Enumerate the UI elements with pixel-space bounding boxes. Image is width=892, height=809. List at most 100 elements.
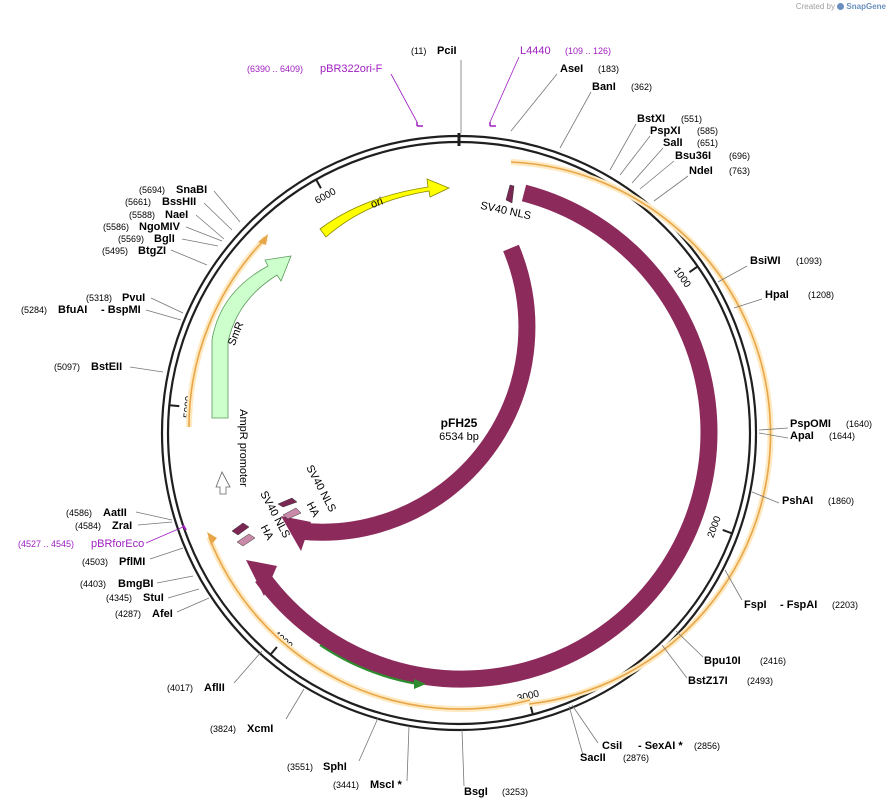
cas9-outer-arrowhead bbox=[246, 560, 277, 596]
enzyme-SalI: SalI bbox=[663, 137, 683, 149]
enzyme-AfeI: AfeI bbox=[152, 608, 173, 620]
enzyme-BfuAI-alt: - BspMI bbox=[101, 304, 141, 316]
enzyme-pos-XcmI: (3824) bbox=[210, 724, 236, 734]
enzyme-PspOMI: PspOMI bbox=[790, 418, 831, 430]
tick-label-6000: 6000 bbox=[313, 186, 338, 207]
plasmid-name: pFH25 bbox=[441, 416, 478, 430]
orf-left bbox=[188, 237, 267, 428]
primer-l4440-leader bbox=[489, 56, 520, 123]
enzyme-pos-NdeI: (763) bbox=[729, 166, 750, 176]
enzyme-pos-AflII: (4017) bbox=[167, 683, 193, 693]
enzyme-pos-ZraI: (4584) bbox=[75, 521, 101, 531]
orf-left-arrowhead bbox=[258, 234, 268, 245]
enzyme-PvuI: PvuI bbox=[122, 292, 145, 304]
enzyme-NdeI: NdeI bbox=[689, 165, 713, 177]
tick-label-1000: 1000 bbox=[671, 265, 693, 290]
enzyme-pos-BstZ17I: (2493) bbox=[747, 676, 773, 686]
credit-text: Created by bbox=[795, 2, 835, 11]
enzyme-BssHII: BssHII bbox=[162, 196, 196, 208]
enzyme-pos-AseI: (183) bbox=[598, 64, 619, 74]
enzyme-pos-SacII: (2876) bbox=[623, 753, 649, 763]
enzyme-BsiWI: BsiWI bbox=[750, 255, 781, 267]
ori-label: ori bbox=[369, 195, 385, 210]
tick-mark-6000 bbox=[315, 179, 322, 189]
enzyme-pos-BfuAI: (5284) bbox=[21, 305, 47, 315]
enzyme-BsgI: BsgI bbox=[464, 786, 488, 798]
enzyme-BglI: BglI bbox=[154, 233, 175, 245]
enzyme-pos-StuI: (4345) bbox=[106, 593, 132, 603]
primer-l4440-range: (109 .. 126) bbox=[565, 46, 611, 56]
tick-mark-5000 bbox=[169, 404, 180, 408]
enzyme-pos-PvuI: (5318) bbox=[86, 293, 112, 303]
enzyme-pos-FspI: (2203) bbox=[832, 600, 858, 610]
enzyme-pos-PspOMI: (1640) bbox=[846, 419, 872, 429]
enzyme-pos-SalI: (651) bbox=[697, 138, 718, 148]
enzyme-pos-CsiI: (2856) bbox=[694, 741, 720, 751]
enzyme-BmgBI: BmgBI bbox=[118, 578, 153, 590]
ha-a-marker bbox=[282, 507, 302, 520]
enzyme-pos-PflMI: (4503) bbox=[82, 557, 108, 567]
enzyme-ZraI: ZraI bbox=[112, 520, 132, 532]
enzyme-AatII: AatII bbox=[103, 507, 127, 519]
enzyme-AflII: AflII bbox=[204, 682, 225, 694]
enzyme-MscI: MscI * bbox=[370, 779, 403, 791]
enzyme-AseI: AseI bbox=[560, 63, 583, 75]
tick-mark-1000 bbox=[688, 265, 699, 274]
primer-pbr322ori-name: pBR322ori-F bbox=[320, 63, 383, 75]
primer-pbr322ori-marker bbox=[416, 122, 423, 127]
sv40-nls-b-marker bbox=[231, 522, 250, 536]
ha-a-label: HA bbox=[304, 500, 322, 520]
enzyme-PspXI: PspXI bbox=[650, 125, 681, 137]
ha-b-marker bbox=[236, 533, 256, 547]
sv40-nls-top-label: SV40 NLS bbox=[479, 200, 532, 222]
cas9-inner-arrowhead bbox=[281, 516, 311, 551]
tick-label-2000: 2000 bbox=[706, 514, 724, 539]
smr-feature bbox=[211, 255, 292, 419]
enzyme-BfuAI: BfuAI bbox=[58, 304, 87, 316]
green-feature-arc bbox=[319, 644, 419, 686]
enzyme-pos-HpaI: (1208) bbox=[808, 290, 834, 300]
enzyme-PshAI: PshAI bbox=[782, 495, 813, 507]
enzyme-leader-lines bbox=[129, 60, 789, 787]
enzyme-BstZ17I: BstZ17I bbox=[688, 675, 728, 687]
enzyme-pos-ApaI: (1644) bbox=[829, 431, 855, 441]
enzyme-pos-PshAI: (1860) bbox=[828, 496, 854, 506]
enzyme-BstXI: BstXI bbox=[637, 113, 665, 125]
enzyme-Bsu36I: Bsu36I bbox=[675, 150, 711, 162]
enzyme-CsiI-alt: - SexAI * bbox=[638, 740, 683, 752]
ampr-promoter-label: AmpR promoter bbox=[237, 409, 249, 487]
primer-l4440-marker bbox=[489, 122, 496, 127]
ampr-promoter-feature bbox=[215, 471, 231, 495]
enzyme-SphI: SphI bbox=[323, 761, 347, 773]
enzyme-pos-NaeI: (5588) bbox=[129, 210, 155, 220]
primer-pbr322ori-range: (6390 .. 6409) bbox=[247, 64, 303, 74]
enzyme-NgoMIV: NgoMIV bbox=[139, 221, 181, 233]
enzyme-CsiI: CsiI bbox=[602, 740, 622, 752]
sv40-nls-a-marker bbox=[277, 497, 298, 508]
enzyme-pos-BssHII: (5661) bbox=[125, 197, 151, 207]
enzyme-HpaI: HpaI bbox=[765, 289, 789, 301]
enzyme-pos-PspXI: (585) bbox=[697, 126, 718, 136]
primer-l4440-name: L4440 bbox=[520, 45, 551, 57]
enzyme-pos-Bsu36I: (696) bbox=[729, 151, 750, 161]
tick-mark-2000 bbox=[722, 529, 733, 535]
primer-pbrforeco-leader bbox=[145, 526, 184, 544]
orf-bottom-arrowhead bbox=[207, 532, 217, 545]
snapgene-credit: Created by SnapGene bbox=[796, 2, 886, 11]
enzyme-FspI: FspI bbox=[744, 599, 767, 611]
enzyme-pos-PciI: (11) bbox=[411, 46, 426, 56]
enzyme-BanI: BanI bbox=[592, 81, 616, 93]
enzyme-ApaI: ApaI bbox=[790, 430, 814, 442]
enzyme-Bpu10I: Bpu10I bbox=[704, 655, 741, 667]
plasmid-size: 6534 bp bbox=[439, 431, 479, 443]
credit-brand: SnapGene bbox=[846, 2, 886, 11]
enzyme-pos-SphI: (3551) bbox=[287, 762, 313, 772]
enzyme-pos-NgoMIV: (5586) bbox=[103, 222, 129, 232]
orf-bottom bbox=[208, 536, 531, 710]
enzyme-pos-BstXI: (551) bbox=[681, 114, 702, 124]
sv40-nls-top-marker bbox=[505, 184, 515, 204]
tick-mark-4000 bbox=[269, 646, 278, 656]
enzyme-pos-BsiWI: (1093) bbox=[796, 256, 822, 266]
enzyme-NaeI: NaeI bbox=[165, 209, 188, 221]
primer-pbrforeco-marker bbox=[182, 524, 187, 531]
